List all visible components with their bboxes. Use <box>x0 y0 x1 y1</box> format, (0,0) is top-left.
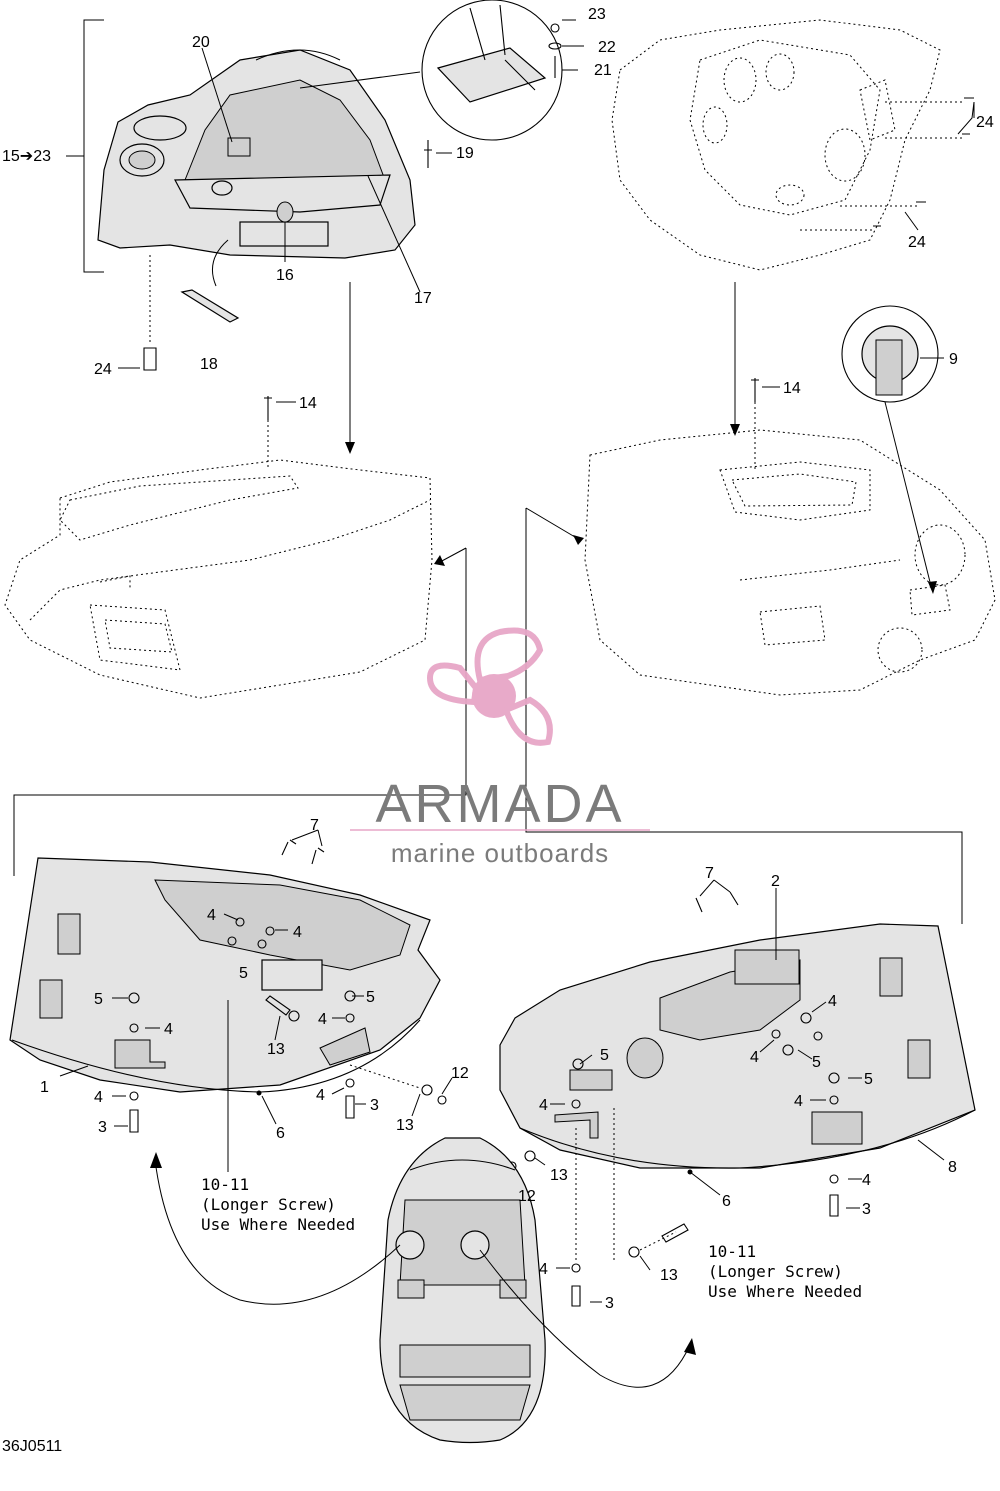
callout-17: 17 <box>414 290 432 307</box>
callout-4: 4 <box>862 1172 871 1189</box>
detail-circle-ignition <box>841 305 944 594</box>
callout-4: 4 <box>94 1089 103 1106</box>
callout-4: 4 <box>164 1021 173 1038</box>
callout-12-b: 12 <box>518 1188 536 1205</box>
callout-3: 3 <box>370 1097 379 1114</box>
callout-3: 3 <box>98 1119 107 1136</box>
callout-4: 4 <box>539 1097 548 1114</box>
bottom-right-panel <box>499 879 976 1307</box>
boat-top-view <box>150 1137 696 1444</box>
callout-4: 4 <box>318 1011 327 1028</box>
note-left-line2: Use Where Needed <box>201 1215 355 1234</box>
callout-8: 8 <box>948 1159 957 1176</box>
callout-12-a: 12 <box>451 1065 469 1082</box>
callout-2: 2 <box>771 873 780 890</box>
callout-6-a: 6 <box>276 1125 285 1142</box>
callout-5: 5 <box>600 1047 609 1064</box>
detail-circle-fasteners <box>421 0 584 141</box>
callout-13-c: 13 <box>550 1167 568 1184</box>
callout-3: 3 <box>862 1201 871 1218</box>
diagram-code: 36J0511 <box>2 1438 62 1455</box>
callout-18: 18 <box>200 356 218 373</box>
callout-24-c: 24 <box>908 234 926 251</box>
note-right-part: 10-11 <box>708 1242 756 1261</box>
callout-13-d: 13 <box>660 1267 678 1284</box>
callout-14-a: 14 <box>299 395 317 412</box>
callout-20: 20 <box>192 34 210 51</box>
screw-14-pair <box>264 378 780 470</box>
callout-4: 4 <box>293 924 302 941</box>
note-left-part: 10-11 <box>201 1175 249 1194</box>
callout-23-top: 23 <box>588 6 606 23</box>
callout-7-a: 7 <box>310 817 319 834</box>
callout-4: 4 <box>207 907 216 924</box>
armada-logo-icon <box>426 627 553 746</box>
callout-9: 9 <box>949 351 958 368</box>
callout-6-b: 6 <box>722 1193 731 1210</box>
watermark-brand: ARMADA <box>375 774 624 834</box>
callout-4: 4 <box>828 993 837 1010</box>
callout-13-b: 13 <box>396 1117 414 1134</box>
callout-16: 16 <box>276 267 294 284</box>
note-left-line1: (Longer Screw) <box>201 1195 336 1214</box>
callout-5: 5 <box>366 989 375 1006</box>
note-right-line1: (Longer Screw) <box>708 1262 843 1281</box>
callout-5: 5 <box>864 1071 873 1088</box>
callout-15-23: 15➔23 <box>2 148 51 165</box>
callout-4: 4 <box>539 1261 548 1278</box>
note-right-line2: Use Where Needed <box>708 1282 862 1301</box>
callout-22: 22 <box>598 39 616 56</box>
callout-13-a: 13 <box>267 1041 285 1058</box>
callout-labels: 23 22 21 20 15➔23 19 16 17 18 24 24 24 1… <box>2 6 994 1455</box>
bottom-left-panel <box>9 829 453 1172</box>
callout-24-b: 24 <box>976 114 994 131</box>
callout-3: 3 <box>605 1295 614 1312</box>
callout-5: 5 <box>812 1054 821 1071</box>
callout-4: 4 <box>316 1087 325 1104</box>
callout-5: 5 <box>239 965 248 982</box>
callout-5: 5 <box>94 991 103 1008</box>
callout-4: 4 <box>794 1093 803 1110</box>
callout-14-b: 14 <box>783 380 801 397</box>
callout-1: 1 <box>40 1079 49 1096</box>
callout-7-b: 7 <box>705 865 714 882</box>
callout-19: 19 <box>456 145 474 162</box>
top-right-console-assembly <box>611 19 975 436</box>
callout-21: 21 <box>594 62 612 79</box>
watermark-tagline: marine outboards <box>391 838 609 868</box>
top-left-console-assembly <box>66 19 452 454</box>
callout-4: 4 <box>750 1049 759 1066</box>
callout-24-a: 24 <box>94 361 112 378</box>
